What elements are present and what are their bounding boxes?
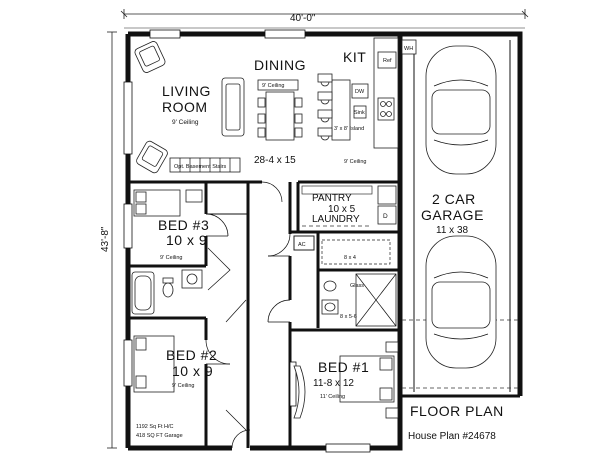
heated-area: 1192 Sq Ft H/C xyxy=(136,424,174,430)
kitchen-ceiling: 9' Ceiling xyxy=(344,159,366,165)
car-top xyxy=(425,45,497,175)
garage-walls xyxy=(397,34,518,396)
bed2-bed xyxy=(133,335,175,393)
living-room-label-line2: ROOM xyxy=(162,99,208,115)
plan-number: House Plan #24678 xyxy=(408,431,496,442)
bed3-bed xyxy=(133,189,203,217)
great-room-size: 28-4 x 15 xyxy=(254,155,296,166)
overall-width-label: 40'-0" xyxy=(290,13,316,24)
plan-title: FLOOR PLAN xyxy=(410,403,504,419)
exterior-walls xyxy=(125,31,523,451)
garage-label-line2: GARAGE xyxy=(421,207,484,223)
wh-label: WH xyxy=(404,46,413,52)
master-bath-size: 8 x 5-6 xyxy=(340,314,357,320)
bed1-label: BED #1 xyxy=(318,359,369,375)
bed1-bed xyxy=(293,341,399,419)
stairs-label: Opt. Basement Stairs xyxy=(174,164,227,170)
laundry-label: LAUNDRY xyxy=(312,214,360,225)
walk-in-closet xyxy=(321,239,391,265)
dryer-label: D xyxy=(383,213,388,220)
bed3-label: BED #3 xyxy=(158,217,209,233)
island-label: 3' x 8' Island xyxy=(334,126,364,132)
ac-label: AC xyxy=(298,242,306,248)
armchair-bottom xyxy=(136,140,168,174)
sink-label: Sink xyxy=(354,110,365,116)
car-bottom xyxy=(425,235,497,369)
laundry-machines xyxy=(301,185,397,227)
bed1-ceiling: 11' Ceiling xyxy=(320,394,345,400)
windows xyxy=(123,29,371,453)
bed3-size: 10 x 9 xyxy=(166,232,207,248)
sofa xyxy=(221,77,245,137)
dining-label: DINING xyxy=(254,57,306,73)
water-heater xyxy=(401,39,417,55)
basement-stairs xyxy=(169,157,241,173)
pantry-size: 10 x 5 xyxy=(328,204,356,215)
ac-unit xyxy=(293,235,315,251)
garage-label-line1: 2 CAR xyxy=(432,191,476,207)
bed2-size: 10 x 9 xyxy=(172,363,213,379)
kitchen-label: KIT xyxy=(343,49,366,65)
bed1-size: 11-8 x 12 xyxy=(313,378,354,389)
door-swings xyxy=(205,181,291,449)
living-room-label-line1: LIVING xyxy=(162,83,211,99)
bed3-ceiling: 9' Ceiling xyxy=(160,255,182,261)
master-bath xyxy=(321,273,397,327)
glass-label: Glass xyxy=(350,283,364,289)
kitchen-counter xyxy=(351,37,399,149)
dining-table xyxy=(257,79,303,141)
bed2-label: BED #2 xyxy=(166,347,217,363)
kitchen-island xyxy=(317,73,351,141)
pantry-label: PANTRY xyxy=(312,193,352,204)
armchair-top xyxy=(134,41,166,73)
overall-depth-label: 43'-8" xyxy=(100,226,111,252)
dw-label: DW xyxy=(355,89,365,95)
closet-size: 8 x 4 xyxy=(344,255,356,261)
dimension-lines xyxy=(107,9,529,449)
living-room-ceiling: 9' Ceiling xyxy=(172,119,199,126)
garage-area: 418 SQ FT Garage xyxy=(136,433,183,439)
bed2-ceiling: 9' Ceiling xyxy=(172,383,194,389)
hall-bath xyxy=(131,269,203,315)
garage-size: 11 x 38 xyxy=(436,225,468,236)
ref-label: Ref xyxy=(383,58,392,64)
dining-ceiling: 9' Ceiling xyxy=(262,83,284,89)
